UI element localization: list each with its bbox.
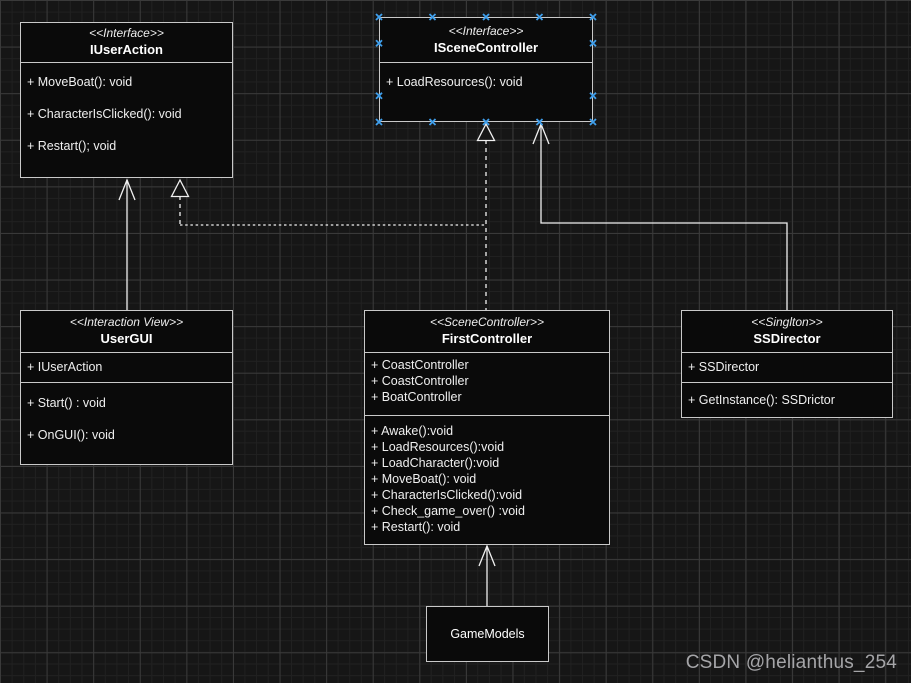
open-arrow-icon [118,178,136,201]
class-header: <<Interaction View>> UserGUI [21,311,232,352]
class-member: + BoatController [371,389,462,404]
stereotype-label: <<Interface>> [89,26,164,41]
class-name: UserGUI [100,331,153,347]
class-box-firstcontroller[interactable]: <<SceneController>> FirstController + Co… [364,310,610,545]
stereotype-label: <<Interface>> [448,23,524,38]
methods-compartment: + Awake():void + LoadResources():void + … [365,414,609,536]
edge-firstcontroller-iscenecontroller[interactable] [476,122,496,310]
class-member: + SSDirector [688,360,760,374]
class-name: FirstController [441,331,533,347]
methods-compartment: + MoveBoat(): void + CharacterIsClicked(… [21,61,232,162]
open-arrow-icon [478,544,496,567]
class-member: + Awake():void [371,423,454,438]
class-name: SSDirector [753,331,821,347]
methods-compartment: + GetInstance(): SSDrictor [682,381,892,418]
class-member: + LoadResources(): void [386,74,523,89]
class-member: + MoveBoat(): void [27,74,133,89]
edge-firstcontroller-iuseraction[interactable] [170,178,487,226]
methods-compartment: + Start() : void + OnGUI(): void [21,381,232,451]
class-member: + IUserAction [27,360,103,374]
class-member: + OnGUI(): void [27,427,115,442]
class-box-usergui[interactable]: <<Interaction View>> UserGUI + IUserActi… [20,310,233,465]
class-header: <<Interface>> ISceneController [380,18,592,62]
hollow-triangle-icon [476,122,496,142]
class-member: + CoastController [371,357,469,372]
csdn-watermark: CSDN @helianthus_254 [685,652,897,673]
class-name: GameModels [450,626,525,641]
class-header: <<Singlton>> SSDirector [682,311,892,352]
stereotype-label: <<Singlton>> [751,315,823,330]
class-member: + CoastController [371,373,469,388]
class-member: + Restart(); void [27,138,117,153]
class-member: + LoadResources():void [371,439,505,454]
open-arrow-icon [532,122,550,145]
attributes-compartment: + SSDirector [682,351,892,382]
class-header: <<Interface>> IUserAction [21,23,232,62]
class-member: + LoadCharacter():void [371,455,500,470]
stereotype-label: <<Interaction View>> [69,315,184,330]
class-member: + CharacterIsClicked(): void [27,106,182,121]
edge-gamemodels-firstcontroller[interactable] [478,544,496,606]
edge-ssdirector-iscenecontroller[interactable] [532,122,788,310]
class-member: + Check_game_over() :void [371,503,525,518]
attributes-compartment: + IUserAction [21,351,232,382]
class-member: + MoveBoat(): void [371,471,477,486]
stereotype-label: <<SceneController>> [429,315,545,330]
class-box-iscenecontroller[interactable]: <<Interface>> ISceneController + LoadRes… [379,17,593,122]
methods-compartment: + LoadResources(): void [380,61,592,98]
attributes-compartment: + CoastController + CoastController + Bo… [365,351,609,415]
class-member: + Start() : void [27,395,106,410]
class-member: + Restart(): void [371,520,461,535]
class-box-ssdirector[interactable]: <<Singlton>> SSDirector + SSDirector + G… [681,310,893,418]
class-header: <<SceneController>> FirstController [365,311,609,352]
class-box-iuseraction[interactable]: <<Interface>> IUserAction + MoveBoat(): … [20,22,233,178]
class-box-gamemodels[interactable]: GameModels [426,606,549,662]
class-name: IUserAction [90,42,163,58]
class-member: + GetInstance(): SSDrictor [688,392,835,407]
hollow-triangle-icon [170,178,190,198]
class-member: + CharacterIsClicked():void [371,487,523,502]
class-name: ISceneController [433,39,539,55]
edge-usergui-iuseraction[interactable] [118,178,136,310]
